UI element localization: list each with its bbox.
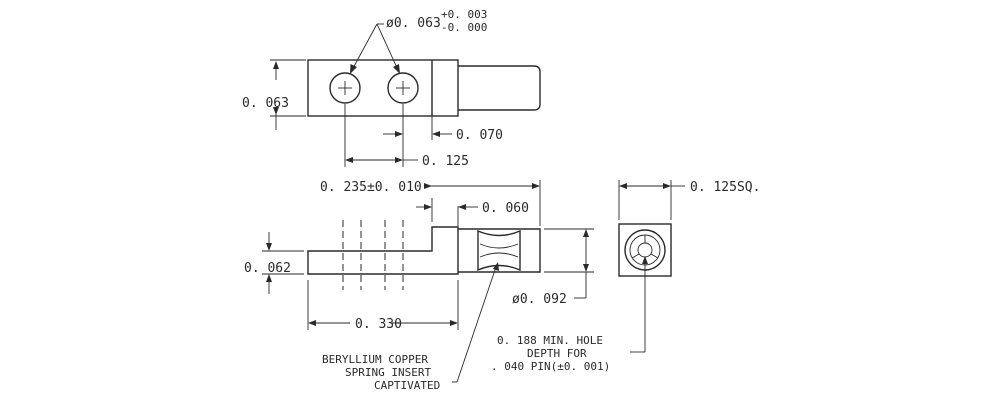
- hole-note-line1: 0. 188 MIN. HOLE: [497, 334, 603, 347]
- end-view: 0. 125SQ. 0. 188 MIN. HOLE DEPTH FOR . 0…: [491, 180, 760, 373]
- offset-label: 0. 070: [456, 128, 503, 143]
- spring-insert: [477, 229, 521, 272]
- insert-note-line1: BERYLLIUM COPPER: [322, 353, 428, 366]
- hole-left: [329, 72, 361, 104]
- insert-note-line2: SPRING INSERT: [345, 366, 431, 379]
- side-height-label: 0. 062: [244, 261, 291, 276]
- hole-tolerance-plus: +0. 003: [441, 8, 487, 21]
- hole-tolerance-minus: -0. 000: [441, 21, 487, 34]
- insert-diameter-label: ø0. 092: [512, 292, 567, 307]
- overall-length-label: 0. 235±0. 010: [320, 180, 422, 195]
- hole-spacing-label: 0. 125: [422, 154, 469, 169]
- hole-right: [387, 72, 419, 104]
- side-view: 0. 235±0. 010 0. 060 0. 062 ø0. 092 0. 3: [244, 180, 594, 392]
- top-view: ø0. 063 +0. 003 -0. 000 0. 063 0. 070 0.…: [242, 8, 541, 169]
- hole-note-line3: . 040 PIN(±0. 001): [491, 360, 610, 373]
- end-square-label: 0. 125SQ.: [690, 180, 760, 195]
- hole-diameter-label: ø0. 063: [386, 16, 441, 31]
- insert-note-line3: CAPTIVATED: [374, 379, 440, 392]
- insert-length-label: 0. 060: [482, 201, 529, 216]
- top-height-label: 0. 063: [242, 96, 289, 111]
- hole-note-line2: DEPTH FOR: [527, 347, 587, 360]
- base-length-label: 0. 330: [355, 317, 402, 332]
